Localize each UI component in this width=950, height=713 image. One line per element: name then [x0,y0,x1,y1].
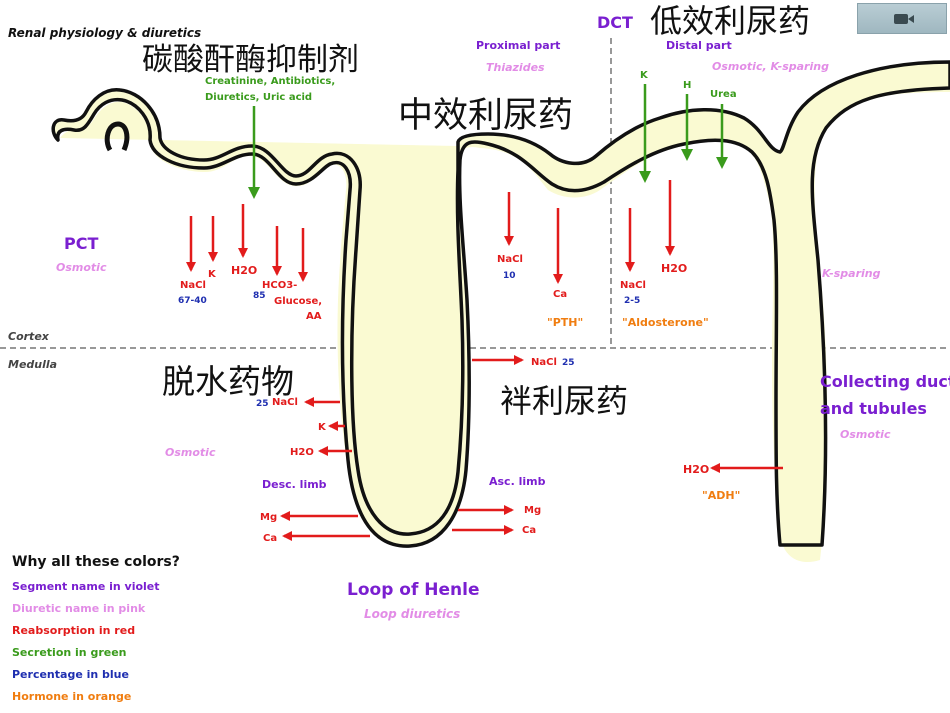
cn-label-loop: 袢利尿药 [500,382,628,420]
asc-nacl-label: NaCl [531,357,557,368]
pct-hco3-label: HCO3- [262,280,297,291]
tubule-fill-main [51,60,950,548]
pct-secretion-line2: Diuretics, Uric acid [205,92,312,103]
legend-item-red: Reabsorption in red [12,624,135,637]
cn-label-dehydrating: 脱水药物 [162,362,294,401]
pct-hco3-percent: 85 [253,291,266,301]
asc-ca-label: Ca [522,525,536,536]
cn-label-low-efficacy: 低效利尿药 [650,2,810,40]
loop-diuretic-name: Loop diuretics [364,607,460,621]
legend-item-pink: Diuretic name in pink [12,602,146,615]
desc-ca-label: Ca [263,533,277,544]
legend-item-blue: Percentage in blue [12,668,129,681]
video-camera-icon [894,14,914,24]
desc-h2o-label: H2O [290,447,314,458]
dct-nacl2-label: NaCl [620,280,646,291]
collecting-adh-hormone: "ADH" [702,489,740,502]
pct-secretion-line1: Creatinine, Antibiotics, [205,76,335,87]
asc-mg-label: Mg [524,505,541,516]
collecting-h2o-label: H2O [683,463,709,476]
dct-h-secretion-label: H [683,80,691,91]
desc-osmotic-label: Osmotic [165,446,216,459]
tubule-inner-line [104,121,130,152]
dct-nacl1-label: NaCl [497,254,523,265]
dct-nacl1-percent: 10 [503,271,516,281]
asc-limb-name: Asc. limb [489,475,546,488]
desc-mg-label: Mg [260,512,277,523]
pct-k-label: K [208,269,217,280]
legend-item-violet: Segment name in violet [12,580,160,593]
dct-pth-hormone: "PTH" [547,316,583,329]
loop-segment-name: Loop of Henle [347,580,480,600]
desc-k-label: K [318,422,327,433]
media-play-button[interactable] [857,3,947,34]
desc-nacl-label: NaCl [272,397,298,408]
desc-limb-name: Desc. limb [262,478,327,491]
collecting-name-line2: and tubules [820,399,927,418]
pct-nacl-percent: 67-40 [178,296,207,306]
dct-ca-label: Ca [553,289,567,300]
desc-nacl-percent: 25 [256,399,269,409]
pct-aa-label: AA [306,311,322,322]
zone-cortex-label: Cortex [8,330,50,343]
legend-title: Why all these colors? [12,554,180,570]
dct-proximal-label: Proximal part [476,39,560,52]
dct-k-secretion-label: K [640,70,649,81]
asc-nacl-percent: 25 [562,358,575,368]
dct-segment-name: DCT [597,13,633,32]
cn-label-medium-efficacy: 中效利尿药 [398,96,573,136]
dct-distal-label: Distal part [666,39,732,52]
legend-item-green: Secretion in green [12,646,127,659]
dct-thiazides-label: Thiazides [486,61,545,74]
zone-medulla-label: Medulla [8,358,57,371]
pct-nacl-label: NaCl [180,280,206,291]
dct-aldosterone-hormone: "Aldosterone" [622,316,709,329]
dct-nacl2-percent: 2-5 [624,296,640,306]
pct-diuretic-name: Osmotic [56,261,107,274]
collecting-ksparing-label: K-sparing [822,267,881,280]
diagram-title: Renal physiology & diuretics [8,26,201,40]
pct-glucose-label: Glucose, [274,296,322,307]
dct-urea-secretion-label: Urea [710,89,737,100]
pct-segment-name: PCT [64,234,98,253]
legend-item-orange: Hormone in orange [12,690,131,703]
color-legend: Why all these colors? Segment name in vi… [12,554,180,703]
collecting-osmotic-label: Osmotic [840,428,891,441]
pct-h2o-label: H2O [231,264,257,277]
collecting-name-line1: Collecting duct [820,372,950,391]
dct-osmotic-ksparing-label: Osmotic, K-sparing [712,60,829,73]
cn-label-carbonic-anhydrase: 碳酸酐酶抑制剂 [142,42,359,78]
dct-h2o-label: H2O [661,262,687,275]
